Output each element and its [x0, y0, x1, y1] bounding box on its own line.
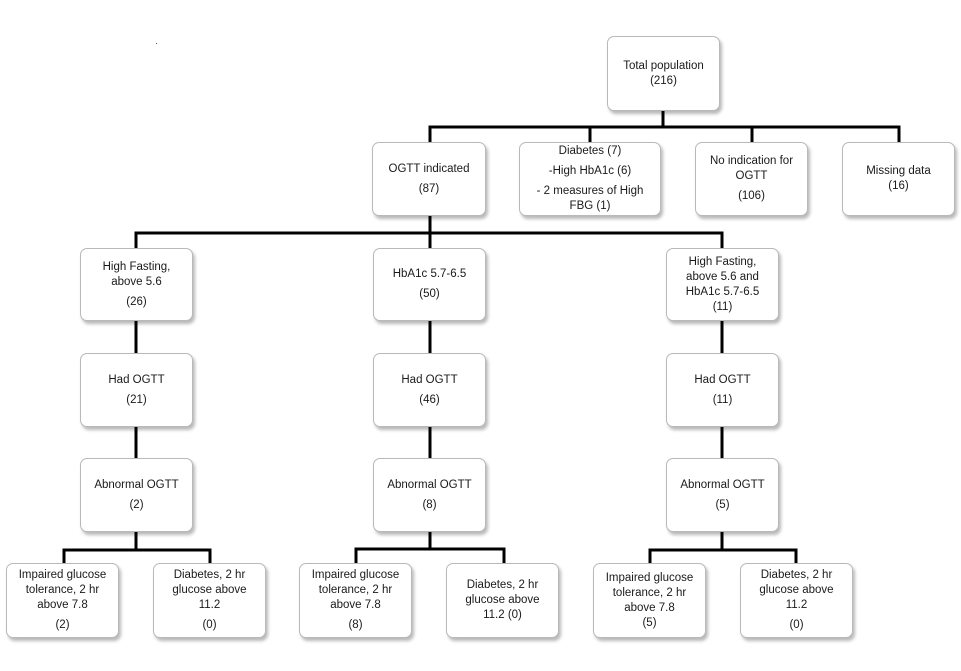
had-ogtt-count: (46) [419, 393, 440, 406]
igt-label-2: tolerance, 2 hr [25, 584, 100, 596]
igt-label-3: above 7.8 [37, 599, 88, 611]
diabetes-label: Diabetes (7) [558, 145, 622, 157]
no-indication-label-1: No indication for [709, 155, 794, 167]
had-ogtt-label: Had OGTT [694, 373, 751, 386]
abnormal-ogtt-box: Abnormal OGTT (2) [80, 458, 193, 532]
dm-count: (0) [789, 619, 804, 631]
had-ogtt-count: (21) [126, 393, 147, 406]
dm-label-1: Diabetes, 2 hr [466, 579, 539, 591]
had-ogtt-label: Had OGTT [108, 373, 165, 386]
had-ogtt-box: Had OGTT (21) [80, 353, 193, 427]
ogtt-indicated-count: (87) [418, 182, 440, 195]
impaired-glucose-box: Impaired glucose tolerance, 2 hr above 7… [6, 563, 119, 638]
abnormal-ogtt-box: Abnormal OGTT (8) [373, 458, 486, 532]
diabetes-2hr-box: Diabetes, 2 hr glucose above 11.2 (0) [446, 563, 559, 638]
criterion-label-1: High Fasting, [102, 260, 171, 273]
criterion-count: (11) [712, 300, 733, 313]
abnormal-ogtt-label: Abnormal OGTT [94, 478, 179, 491]
abnormal-ogtt-label: Abnormal OGTT [387, 478, 472, 491]
igt-label-1: Impaired glucose [605, 571, 694, 584]
diabetes-hba1c-line: -High HbA1c (6) [548, 165, 632, 177]
criterion-high-fasting-box: High Fasting, above 5.6 (26) [80, 248, 193, 321]
total-population-label: Total population [623, 59, 704, 72]
dm-label-2: glucose above [759, 584, 834, 596]
igt-label-1: Impaired glucose [311, 569, 400, 581]
total-population-count: (216) [650, 74, 677, 87]
diabetes-box: Diabetes (7) -High HbA1c (6) - 2 measure… [519, 142, 661, 216]
igt-label-2: tolerance, 2 hr [612, 586, 687, 599]
criterion-label-2: above 5.6 [111, 275, 162, 288]
no-indication-label-2: OGTT [735, 170, 768, 182]
missing-data-count: (16) [888, 180, 909, 192]
dm-label-2: glucose above [465, 594, 540, 606]
dm-label-3: 11.2 (0) [483, 609, 522, 621]
igt-label-2: tolerance, 2 hr [318, 584, 393, 596]
criterion-count: (50) [419, 288, 440, 300]
stray-dot [156, 43, 157, 44]
impaired-glucose-box: Impaired glucose tolerance, 2 hr above 7… [299, 563, 412, 638]
dm-label-3: 11.2 [785, 599, 808, 611]
igt-label-3: above 7.8 [330, 599, 381, 611]
criterion-label-3: HbA1c 5.7-6.5 [685, 285, 760, 298]
had-ogtt-box: Had OGTT (11) [666, 353, 779, 427]
abnormal-ogtt-count: (2) [129, 498, 144, 511]
had-ogtt-box: Had OGTT (46) [373, 353, 486, 427]
igt-count: (5) [642, 616, 657, 629]
dm-label-1: Diabetes, 2 hr [173, 569, 246, 581]
criterion-hba1c-box: HbA1c 5.7-6.5 (50) [373, 248, 486, 321]
igt-count: (8) [348, 619, 363, 631]
dm-count: (0) [202, 619, 217, 631]
missing-data-box: Missing data (16) [842, 142, 955, 216]
had-ogtt-label: Had OGTT [401, 373, 458, 386]
ogtt-indicated-box: OGTT indicated (87) [372, 142, 486, 216]
dm-label-2: glucose above [172, 584, 247, 596]
diabetes-fbg-line-2: FBG (1) [569, 200, 611, 212]
abnormal-ogtt-box: Abnormal OGTT (5) [666, 458, 779, 532]
diabetes-2hr-box: Diabetes, 2 hr glucose above 11.2 (0) [153, 563, 266, 638]
no-indication-count: (106) [738, 190, 765, 202]
igt-count: (2) [55, 619, 70, 631]
total-population-box: Total population (216) [607, 36, 720, 111]
abnormal-ogtt-label: Abnormal OGTT [680, 478, 765, 491]
criterion-label-1: HbA1c 5.7-6.5 [392, 268, 467, 280]
criterion-fasting-and-hba1c-box: High Fasting, above 5.6 and HbA1c 5.7-6.… [666, 248, 779, 321]
dm-label-1: Diabetes, 2 hr [760, 569, 833, 581]
abnormal-ogtt-count: (5) [715, 498, 730, 511]
dm-label-3: 11.2 [198, 599, 221, 611]
criterion-count: (26) [126, 295, 147, 308]
abnormal-ogtt-count: (8) [422, 498, 437, 511]
criterion-label-1: High Fasting, [688, 255, 757, 268]
igt-label-3: above 7.8 [624, 601, 675, 614]
diabetes-fbg-line-1: - 2 measures of High [536, 185, 644, 197]
missing-data-label: Missing data [866, 165, 931, 177]
igt-label-1: Impaired glucose [18, 569, 107, 581]
impaired-glucose-box: Impaired glucose tolerance, 2 hr above 7… [593, 563, 706, 638]
no-indication-box: No indication for OGTT (106) [695, 142, 808, 216]
had-ogtt-count: (11) [712, 393, 733, 406]
ogtt-indicated-label: OGTT indicated [388, 162, 470, 175]
diabetes-2hr-box: Diabetes, 2 hr glucose above 11.2 (0) [740, 563, 853, 638]
criterion-label-2: above 5.6 and [686, 270, 759, 283]
